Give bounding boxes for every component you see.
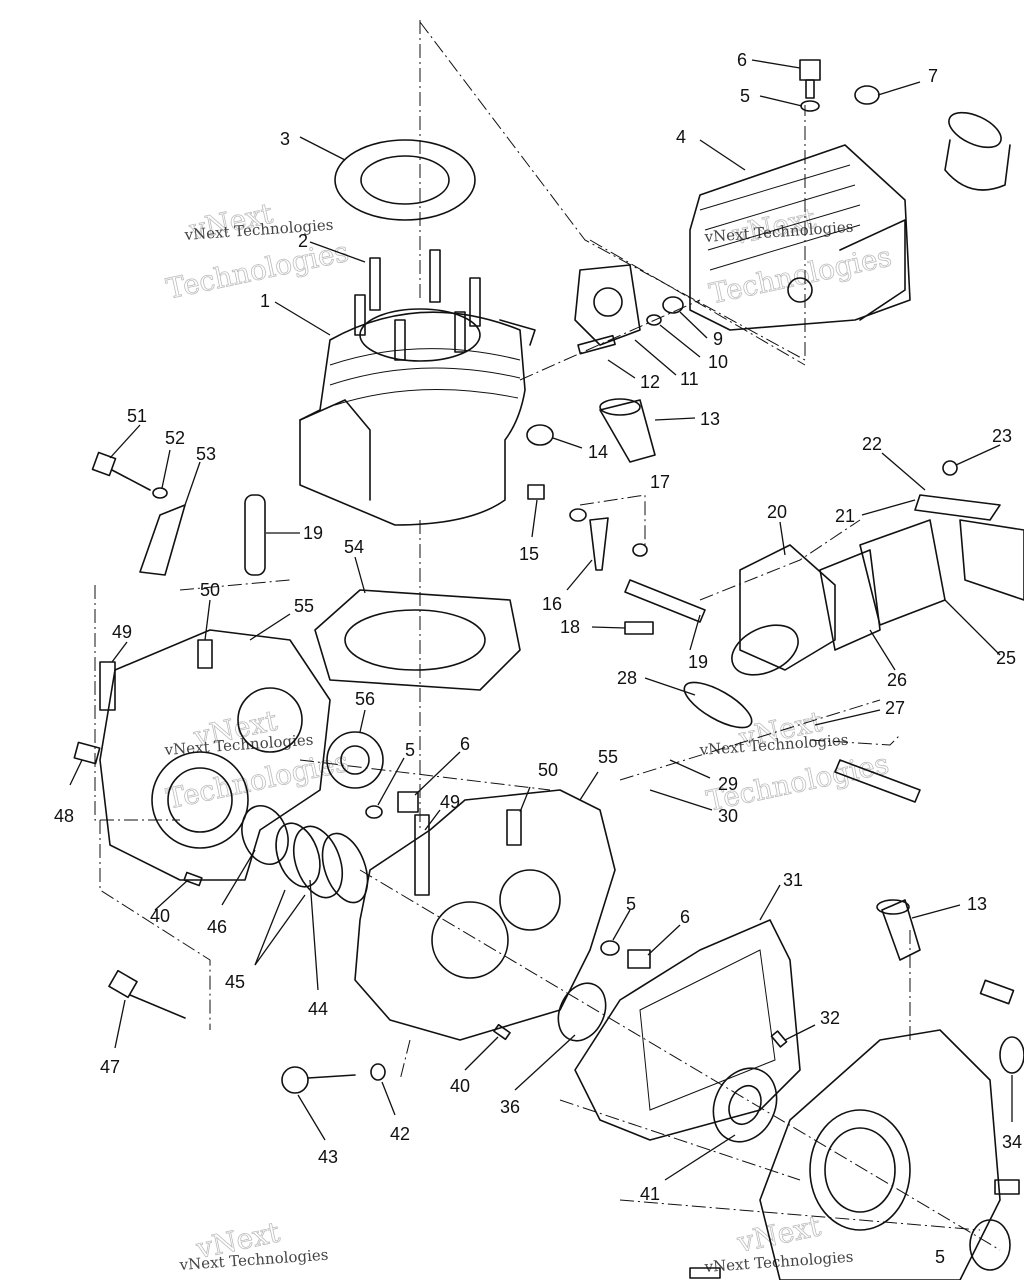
callout-11: 11	[680, 369, 699, 389]
callout-5: 5	[935, 1247, 945, 1267]
callout-19: 19	[303, 523, 323, 543]
base-gasket	[314, 589, 521, 691]
callout-49: 49	[440, 792, 460, 812]
watermark-small: vNext Technologies	[698, 731, 849, 759]
callout-5: 5	[405, 740, 415, 760]
callout-1: 1	[260, 291, 270, 311]
callout-7: 7	[928, 66, 938, 86]
long-bolt	[108, 969, 186, 1019]
crank-bearings	[241, 805, 369, 904]
callout-56: 56	[355, 689, 375, 709]
callout-4: 4	[676, 127, 686, 147]
head-nut	[854, 85, 880, 105]
callout-52: 52	[165, 428, 185, 448]
callout-26: 26	[887, 670, 907, 690]
callout-2: 2	[298, 231, 308, 251]
callout-51: 51	[127, 406, 147, 426]
callout-50: 50	[538, 760, 558, 780]
callout-3: 3	[280, 129, 290, 149]
callout-28: 28	[617, 668, 637, 688]
callout-25: 25	[996, 648, 1016, 668]
head-gasket	[334, 139, 476, 221]
cylinder-head	[689, 144, 911, 331]
callout-6: 6	[737, 50, 747, 70]
crankcase-left	[99, 629, 331, 881]
callout-43: 43	[318, 1147, 338, 1167]
bolt-washer-sleeve	[91, 451, 186, 576]
callout-55: 55	[598, 747, 618, 767]
callout-36: 36	[500, 1097, 520, 1117]
callout-49: 49	[112, 622, 132, 642]
callout-23: 23	[992, 426, 1012, 446]
callout-21: 21	[835, 506, 855, 526]
callout-19: 19	[688, 652, 708, 672]
parts	[73, 59, 1024, 1280]
callout-41: 41	[640, 1184, 660, 1204]
callout-40: 40	[150, 906, 170, 926]
callout-54: 54	[344, 537, 364, 557]
callout-45: 45	[225, 972, 245, 992]
callout-labels: 3 2 1 4 5 6 7 9 10 11 12 13 14 15 16 17 …	[54, 50, 1022, 1267]
cylinder	[299, 308, 536, 526]
bearing-56	[326, 731, 384, 789]
outlet-gasket	[574, 264, 641, 346]
callout-50: 50	[200, 580, 220, 600]
callout-53: 53	[196, 444, 216, 464]
cylinder-studs	[354, 249, 481, 361]
callout-46: 46	[207, 917, 227, 937]
callout-13: 13	[700, 409, 720, 429]
callout-18: 18	[560, 617, 580, 637]
callout-27: 27	[885, 698, 905, 718]
callout-13: 13	[967, 894, 987, 914]
callout-17: 17	[650, 472, 670, 492]
assembly-lines	[94, 20, 1001, 1251]
crankcase-right	[354, 789, 616, 1041]
callout-34: 34	[1002, 1132, 1022, 1152]
callout-15: 15	[519, 544, 539, 564]
callout-40: 40	[450, 1076, 470, 1096]
head-bolt-top	[799, 59, 821, 112]
watermark-line2: Technologies	[163, 235, 351, 306]
coolant-elbow	[944, 111, 1011, 191]
callout-55: 55	[294, 596, 314, 616]
watermark-line2: Technologies	[706, 240, 894, 311]
callout-42: 42	[390, 1124, 410, 1144]
callout-12: 12	[640, 372, 660, 392]
callout-16: 16	[542, 594, 562, 614]
crankcase-cover-gasket	[574, 919, 801, 1141]
callout-5: 5	[740, 86, 750, 106]
callout-22: 22	[862, 434, 882, 454]
leader-lines	[69, 59, 1013, 1181]
callout-48: 48	[54, 806, 74, 826]
callout-14: 14	[588, 442, 608, 462]
callout-20: 20	[767, 502, 787, 522]
callout-29: 29	[718, 774, 738, 794]
callout-47: 47	[100, 1057, 120, 1077]
intake-manifold	[739, 544, 836, 671]
callout-9: 9	[713, 329, 723, 349]
callout-10: 10	[708, 352, 728, 372]
callout-32: 32	[820, 1008, 840, 1028]
callout-6: 6	[460, 734, 470, 754]
coolant-outlet	[599, 399, 656, 463]
callout-30: 30	[718, 806, 738, 826]
callout-44: 44	[308, 999, 328, 1019]
callout-31: 31	[783, 870, 803, 890]
crankcase-cover	[759, 1029, 1001, 1280]
callout-5: 5	[626, 894, 636, 914]
callout-6: 6	[680, 907, 690, 927]
